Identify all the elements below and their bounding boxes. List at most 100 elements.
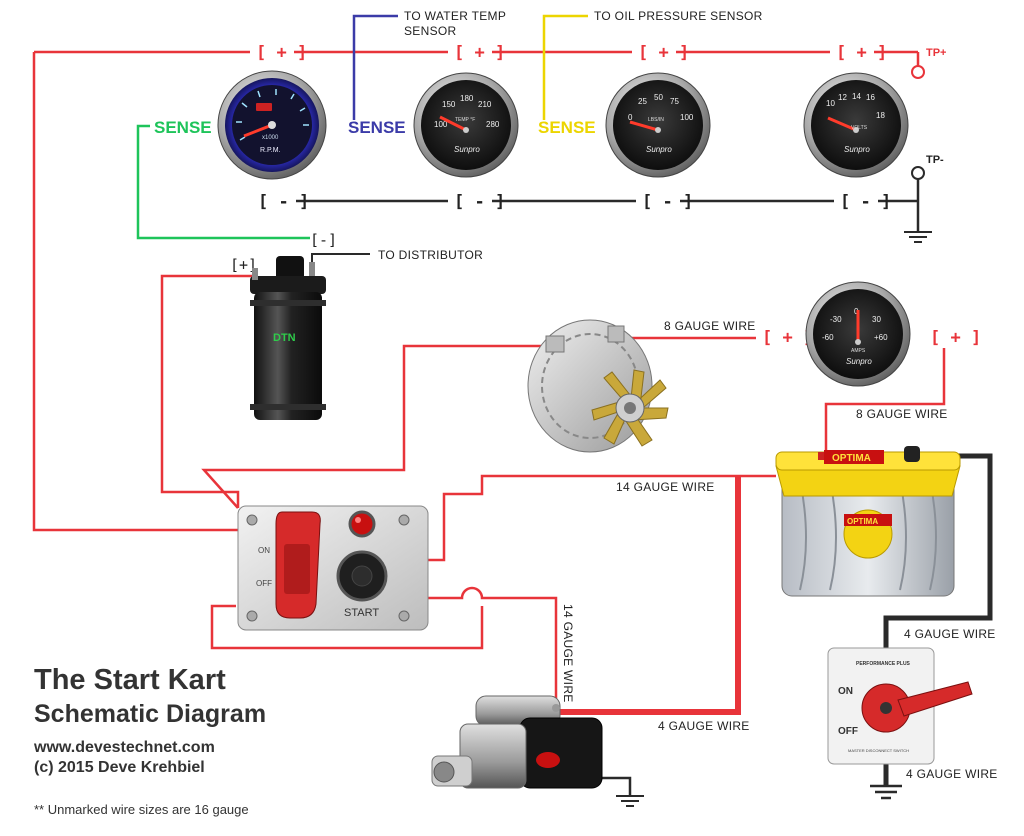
water-temp-gauge: 100 150 180 210 280 TEMP °F Sunpro [413,72,519,178]
blue-wire-water-sense [352,14,398,120]
red-wire-amp-8-gauge [824,348,946,452]
sense-label-rpm: SENSE [154,118,212,137]
red-wire-coil-positive [160,274,254,508]
oil-tick-4: 100 [680,113,694,122]
oil-tick-3: 75 [670,97,679,106]
tp-plus-terminal [911,65,925,79]
disconnect-handle[interactable] [897,681,973,717]
coil-minus-marker: [-] [310,231,337,249]
red-wire-switch-loop [210,604,484,650]
optima-battery: OPTIMA OPTIMA [775,446,961,597]
plus-marker-oil: [ + ] [638,43,689,63]
oil-tick-2: 50 [654,93,663,102]
amp-tick-0: -30 [830,315,842,324]
volt-tick-4: 18 [876,111,885,120]
amp-tick-2: 30 [872,315,881,324]
disconnect-caption: MASTER DISCONNECT SWITCH [848,748,909,753]
minus-marker-volts: [ - ] [840,192,891,212]
volt-tick-0: 10 [826,99,835,108]
temp-tick-3: 210 [478,100,492,109]
amp-tick-3: -60 [822,333,834,342]
label-water-temp-1: TO WATER TEMP [404,9,506,23]
amp-unit: AMPS [851,348,866,354]
volt-tick-2: 14 [852,92,861,101]
battery-brand-label: OPTIMA [847,517,878,526]
label-batt-14-gauge: 14 GAUGE WIRE [616,480,715,494]
temp-tick-4: 280 [486,120,500,129]
red-wire-alternator-field [201,344,548,509]
website-link[interactable]: www.devestechnet.com [33,739,215,756]
label-amp-8-gauge: 8 GAUGE WIRE [856,407,948,421]
plus-marker-alt: [ + ] [762,328,813,348]
switch-start-label: START [344,607,379,619]
sense-label-oil: SENSE [538,118,596,137]
tp-minus-terminal [911,166,925,180]
yellow-wire-oil-sense [542,14,588,120]
amp-tick-4: +60 [874,333,888,342]
label-tp-minus: TP- [926,154,944,166]
tachometer-gauge: x1000 R.P.M. [217,70,327,180]
label-disc-4-gauge-bottom: 4 GAUGE WIRE [906,767,998,781]
red-wire-starter-4-gauge [556,476,741,715]
battery-brand-top: OPTIMA [832,453,871,464]
label-disc-4-gauge-top: 4 GAUGE WIRE [904,627,996,641]
oil-pressure-gauge: 0 25 50 75 100 LBS/IN Sunpro [605,72,711,178]
label-water-temp-2: SENSOR [404,24,457,38]
tach-sub-label: x1000 [262,135,279,141]
switch-on-label: ON [258,546,270,555]
label-starter-4-gauge: 4 GAUGE WIRE [658,719,750,733]
label-tp-plus: TP+ [926,47,946,59]
amp-brand: Sunpro [846,357,872,366]
oil-tick-1: 25 [638,97,647,106]
power-indicator-light [348,510,376,538]
master-disconnect-switch: PERFORMANCE PLUS ON OFF MASTER DISCONNEC… [827,647,973,765]
ignition-switch-panel: ON OFF START [237,505,429,631]
red-wire-main-power [32,52,240,532]
copyright-text: (c) 2015 Deve Krehbiel [34,759,205,776]
black-wire-disconnect-4-gauge [883,453,993,648]
label-starter-14-gauge: 14 GAUGE WIRE [561,604,575,703]
temp-tick-0: 100 [434,120,448,129]
temp-unit: TEMP °F [455,117,475,123]
plus-marker-tach: [ + ] [256,43,307,63]
disconnect-on-label: ON [838,686,853,697]
alternator [527,319,669,453]
label-alt-8-gauge: 8 GAUGE WIRE [664,319,756,333]
label-distributor: TO DISTRIBUTOR [378,248,483,262]
plus-marker-amp: [ + ] [930,328,981,348]
minus-marker-tach: [ - ] [258,192,309,212]
tach-rpm-label: R.P.M. [260,147,281,154]
minus-marker-oil: [ - ] [642,192,693,212]
oil-tick-0: 0 [628,113,633,122]
label-oil-pressure: TO OIL PRESSURE SENSOR [594,9,763,23]
ground-symbol-starter [616,795,644,807]
oil-brand: Sunpro [646,145,672,154]
voltmeter-gauge: 10 12 14 16 18 VOLTS Sunpro [803,72,909,178]
coil-label: DTN [273,332,296,344]
volt-brand: Sunpro [844,145,870,154]
ammeter-gauge: -30 0 30 -60 +60 AMPS Sunpro [805,281,911,387]
green-wire-rpm-sense [136,124,310,240]
wire-size-note: ** Unmarked wire sizes are 16 gauge [34,802,249,817]
diagram-subtitle: Schematic Diagram [34,700,266,728]
sense-label-water: SENSE [348,118,406,137]
coil-plus-marker: [+] [230,256,257,274]
red-wire-switch-battery-14 [428,474,776,562]
red-wire-start-14-gauge [428,586,558,706]
diagram-title: The Start Kart [34,664,226,696]
volt-unit: VOLTS [851,125,868,131]
volt-tick-1: 12 [838,93,847,102]
disconnect-off-label: OFF [838,726,858,737]
plus-marker-temp: [ + ] [454,43,505,63]
temp-brand: Sunpro [454,145,480,154]
ground-symbol-gauges [904,231,932,243]
plus-marker-volts: [ + ] [836,43,887,63]
ground-symbol-disconnect [870,784,902,800]
ignition-coil: DTN [250,256,326,420]
starter-motor [431,695,603,789]
oil-unit: LBS/IN [648,117,664,123]
switch-off-label: OFF [256,579,272,588]
temp-tick-2: 180 [460,94,474,103]
temp-tick-1: 150 [442,100,456,109]
